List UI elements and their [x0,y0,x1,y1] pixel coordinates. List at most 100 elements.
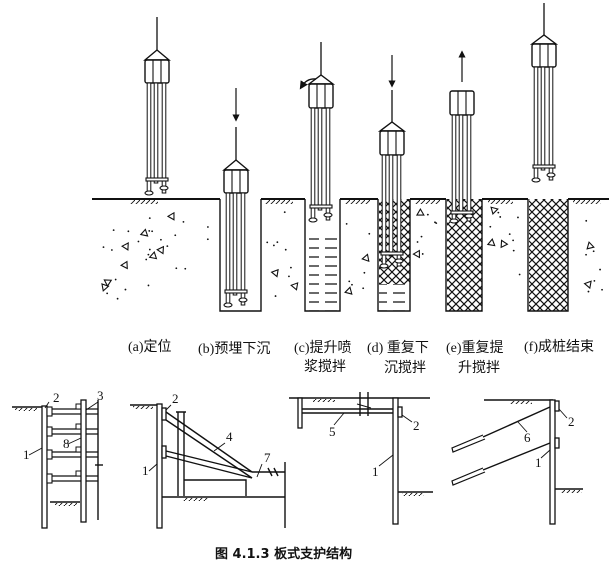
soil-dot [348,280,351,283]
soil-dot [351,283,353,286]
drill-bit [449,218,459,224]
bracket [75,446,82,453]
soil-dot [182,220,185,223]
callout-1: 1 [142,463,149,478]
soil-dot [272,244,275,247]
soil-dot [112,229,115,232]
retaining-pile-1 [549,399,556,525]
drill-shaft [146,82,152,194]
soil-dot [497,211,500,214]
rotation-arrow-c [299,78,317,90]
motor-housing [308,83,334,109]
drill-shaft [540,66,546,171]
callout-2: 2 [172,391,179,406]
motor-housing [379,130,405,156]
soil-dot [290,266,292,269]
label-step-d-2: 沉搅拌 [384,360,426,376]
mixing-rig-f [529,3,559,183]
drill-shaft [458,114,464,212]
retaining-pile-1 [392,397,399,525]
label-step-f: (f)成桩结束 [524,338,594,355]
callout-2: 2 [53,390,60,405]
soil-dot [147,284,150,287]
support-tie-rod: 5 2 1 [289,392,433,525]
aggregate-triangle [270,268,279,278]
soil-dot [499,216,502,218]
drill-shaft [466,114,472,222]
mixing-blade [145,177,169,182]
horizontal-strut [46,423,98,437]
soil-dot [106,292,109,295]
mixing-blade [532,164,556,169]
soil-dot [420,235,423,238]
soil-dot [421,253,424,255]
drill-bit [308,217,318,223]
soil-dot [426,213,429,216]
borehole-e [445,199,483,312]
soil-dot [110,249,113,251]
drill-shaft [533,66,539,181]
horizontal-strut [46,446,98,460]
support-ground-anchor: 6 2 1 [451,399,583,525]
soil-dot [517,216,519,219]
mixing-rig-a [143,17,171,196]
drill-bit [144,190,154,196]
motor-housing [144,59,170,84]
label-step-e-1: (e)重复提 [446,339,504,356]
soil-dot [508,233,511,236]
column-8 [80,399,87,523]
aggregate-triangle [486,238,496,247]
drill-bit [546,172,556,178]
support-internal-bracing: 2 3 8 1 [12,388,104,529]
horizontal-strut [46,470,98,484]
soil-dot [434,221,436,224]
mixing-rig-e [449,90,475,224]
label-step-a: (a)定位 [128,339,172,355]
horizontal-strut [46,403,98,417]
callout-2: 2 [568,414,575,429]
aggregate-triangle [490,206,499,215]
waling-2 [46,449,53,460]
callout-1: 1 [535,455,542,470]
ground-surface [92,198,609,204]
soil-dot [137,240,140,243]
motor-housing [449,90,475,116]
soil-dot [148,230,151,232]
anchor-grout-body [451,434,486,486]
bracket [75,470,82,477]
soil-dot [102,246,105,249]
soil-dot [206,238,209,241]
drill-shaft [451,114,457,222]
soil-dot [416,241,419,243]
aggregate-triangle [361,253,370,263]
aggregate-triangle [583,280,592,290]
callout-1: 1 [23,447,30,462]
borehole-f-completed-pile [527,199,569,312]
rig-cap [143,49,171,61]
aggregate-triangle [120,242,129,251]
soil-dot [363,271,366,274]
borehole-c [304,199,341,312]
mixing-blade [380,251,404,256]
rig-cap [377,121,407,132]
rig-cap [529,34,559,45]
mixing-blade [224,289,248,294]
drill-shaft [317,107,323,211]
soil-dot [166,245,169,248]
callout-4: 4 [226,429,233,444]
label-step-c-2: 浆搅拌 [304,359,346,375]
soil-dot [276,241,279,244]
soil-dot [116,297,119,300]
borehole-b [219,199,262,312]
soil-dot [151,230,154,233]
label-step-e-2: 升搅拌 [458,360,500,376]
callout-2: 2 [413,418,420,433]
soil-dot [587,290,590,293]
rig-cap [222,159,250,171]
drill-shaft [388,154,394,257]
drill-shaft [225,192,231,306]
construction-process: (a)定位 (b)预埋下沉 (c)提升喷 浆搅拌 (d) 重复下 沉搅拌 (e)… [92,3,609,376]
support-inclined-strut: 2 4 7 1 [130,391,286,529]
soil-dot [518,273,521,276]
